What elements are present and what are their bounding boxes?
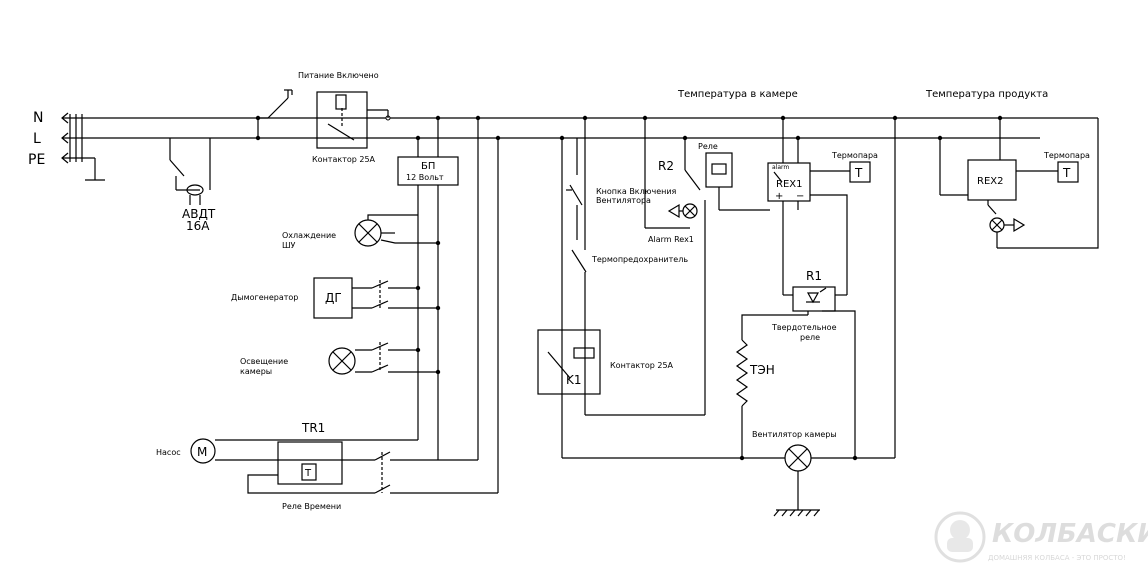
- relay-r2: [644, 118, 770, 229]
- fan-button-label: Кнопка Включения: [596, 187, 677, 196]
- avdt-breaker: [169, 138, 211, 205]
- thermocouple1-box-label: T: [854, 166, 863, 180]
- heater: [735, 339, 749, 458]
- line-l-label: L: [33, 131, 41, 147]
- main-contactor-label: Контактор 25А: [312, 155, 376, 164]
- temp-product-label: Температура продукта: [925, 89, 1048, 100]
- alarm-rex1-label: Alarm Rex1: [648, 235, 694, 244]
- rex1-minus-label: −: [796, 191, 804, 202]
- line-pe-label: PE: [28, 152, 45, 168]
- thermocouple1-label: Термопара: [831, 151, 878, 160]
- ssr-sub-label: реле: [800, 333, 820, 342]
- r1-label: R1: [806, 269, 822, 283]
- fan-branch: [561, 118, 742, 459]
- lighting-label: Освещение: [240, 357, 288, 366]
- rex1-controller: [767, 118, 850, 295]
- pump-motor: [190, 438, 418, 464]
- power-on-label: Питание Включено: [298, 71, 379, 80]
- r2-label: R2: [658, 159, 674, 173]
- thermocouple2-box-label: T: [1062, 166, 1071, 180]
- solid-state-relay: [741, 286, 856, 458]
- main-switch: [257, 89, 293, 138]
- avdt-rating-label: 16А: [186, 219, 210, 233]
- heater-label: ТЭН: [749, 363, 775, 377]
- ssr-label: Твердотельное: [771, 323, 837, 332]
- fan-button-sub-label: Вентилятора: [596, 196, 651, 205]
- rex1-alarm-label: alarm: [772, 164, 789, 171]
- rex1-label: REX1: [776, 179, 802, 190]
- power-supply-12v: [397, 118, 459, 186]
- line-n-label: N: [33, 110, 43, 126]
- watermark-logo: [934, 511, 986, 563]
- smoke-gen-box-label: ДГ: [325, 291, 342, 305]
- smoke-gen-label: Дымогенератор: [231, 293, 298, 302]
- k1-label: K1: [566, 373, 582, 387]
- avdt-label: АВДТ: [182, 207, 216, 221]
- temp-chamber-label: Температура в камере: [677, 89, 798, 100]
- cooling-label: Охлаждение: [282, 231, 336, 240]
- rex1-plus-label: +: [775, 191, 783, 202]
- supply-lines: [61, 112, 1098, 181]
- rex2-label: REX2: [977, 176, 1003, 187]
- relay-label: Реле: [698, 142, 718, 151]
- psu-title: БП: [421, 161, 435, 172]
- thermal-fuse-label: Термопредохранитель: [591, 255, 688, 264]
- timer-relay-id-label: TR1: [301, 421, 325, 435]
- timer-relay-label: Реле Времени: [282, 502, 341, 511]
- timer-relay: [247, 118, 499, 494]
- pump-label: Насос: [156, 448, 181, 457]
- psu-voltage: 12 Вольт: [406, 173, 444, 182]
- cooling-sub-label: ШУ: [282, 241, 296, 250]
- chamber-light: [328, 342, 438, 375]
- timer-relay-box-label: T: [304, 468, 312, 479]
- smoke-generator: [313, 277, 438, 319]
- thermocouple2: [1057, 161, 1079, 183]
- lighting-sub-label: камеры: [240, 367, 272, 376]
- watermark-tagline: ДОМАШНЯЯ КОЛБАСА - ЭТО ПРОСТО!: [988, 554, 1126, 562]
- rex2-controller: [939, 118, 1099, 249]
- watermark-brand: КОЛБАСКИ: [992, 519, 1148, 549]
- main-contactor: [316, 91, 389, 149]
- motor-symbol-label: M: [197, 445, 207, 459]
- cooling-fan: [354, 214, 438, 247]
- contactor-k1: [537, 329, 601, 395]
- thermocouple1: [849, 161, 871, 183]
- thermocouple2-label: Термопара: [1043, 151, 1090, 160]
- contactor-k1-label: Контактор 25А: [610, 361, 674, 370]
- chamber-fan: [742, 118, 896, 517]
- chamber-fan-label: Вентилятор камеры: [752, 430, 837, 439]
